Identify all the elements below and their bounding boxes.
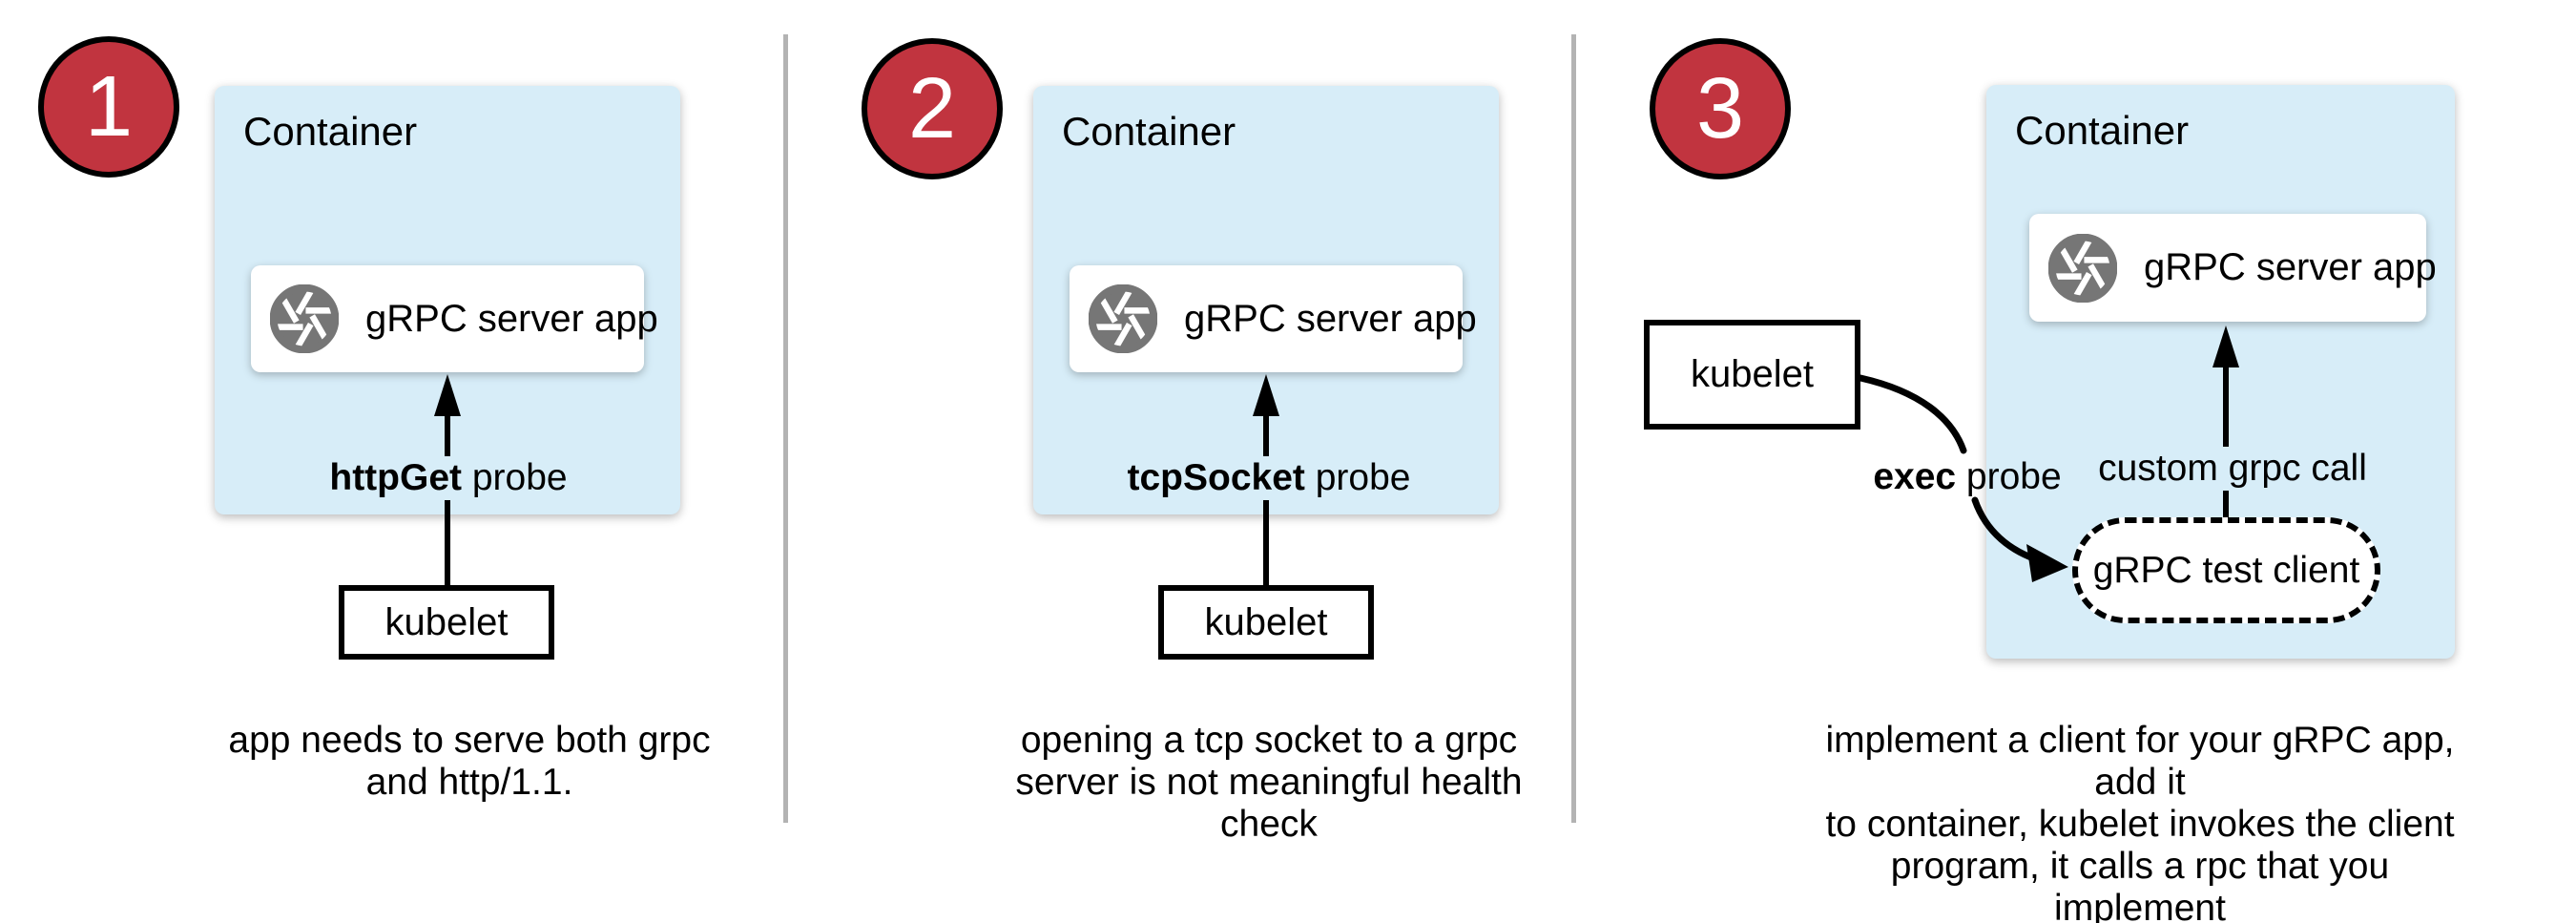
probe-word: probe <box>1304 457 1411 498</box>
caption-3: implement a client for your gRPC app, ad… <box>1825 720 2455 923</box>
probe-label-1: httpGet probe <box>305 456 592 500</box>
container-label-2: Container <box>1062 109 1236 154</box>
container-label-3: Container <box>2015 108 2190 153</box>
step-number: 2 <box>907 60 957 157</box>
grpc-server-app-box-2: gRPC server app <box>1070 265 1477 372</box>
panel-divider <box>783 34 788 823</box>
exec-arrow-upper-curve <box>1857 374 1967 454</box>
kubelet-box-3: kubelet <box>1644 320 1860 430</box>
step-number: 1 <box>84 58 134 155</box>
app-label: gRPC server app <box>2144 246 2437 288</box>
probe-type: exec <box>1873 456 1957 497</box>
step-badge-1: 1 <box>38 36 179 178</box>
probe-type: httpGet <box>329 457 463 498</box>
aperture-icon <box>270 284 339 353</box>
kubelet-label: kubelet <box>384 600 509 643</box>
app-label: gRPC server app <box>1184 297 1477 340</box>
caption-1: app needs to serve both grpc and http/1.… <box>228 720 711 803</box>
probe-word: probe <box>462 457 568 498</box>
kubelet-label: kubelet <box>1691 353 1814 395</box>
custom-grpc-call-label: custom grpc call <box>2089 447 2376 491</box>
probe-label-2: tcpSocket probe <box>1126 456 1412 500</box>
grpc-server-app-box-3: gRPC server app <box>2029 214 2437 322</box>
probe-type: tcpSocket <box>1127 457 1305 498</box>
aperture-icon <box>1089 284 1157 353</box>
step-badge-3: 3 <box>1650 38 1791 179</box>
kubelet-label: kubelet <box>1204 600 1328 643</box>
grpc-test-client-pill: gRPC test client <box>2072 517 2380 623</box>
kubelet-box-2: kubelet <box>1158 585 1374 660</box>
caption-2: opening a tcp socket to a grpc server is… <box>1015 720 1523 845</box>
step-badge-2: 2 <box>862 38 1003 179</box>
kubelet-box-1: kubelet <box>339 585 554 660</box>
aperture-icon <box>2048 233 2117 303</box>
container-label-1: Container <box>243 109 418 154</box>
step-number: 3 <box>1695 60 1745 157</box>
panel-divider <box>1571 34 1576 823</box>
probe-word: probe <box>1956 456 2062 497</box>
grpc-server-app-box-1: gRPC server app <box>251 265 658 372</box>
exec-probe-label: exec probe <box>1824 456 2110 498</box>
app-label: gRPC server app <box>365 297 658 340</box>
test-client-label: gRPC test client <box>2092 549 2360 591</box>
